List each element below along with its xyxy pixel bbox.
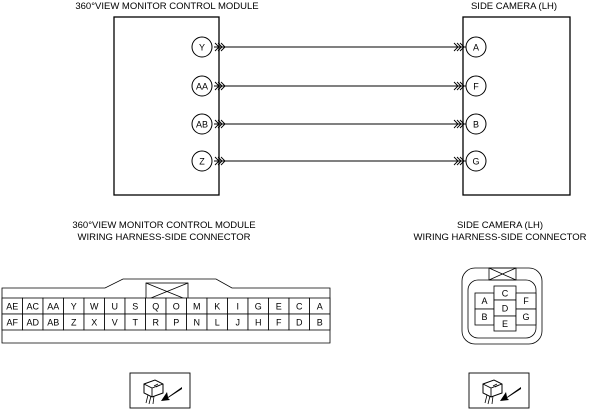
module-pin-circle	[191, 36, 213, 58]
module-connector-cells: AE AC AA Y W U S Q O M K I G E C A AF AD AB Z X V T R P N L J H F D B	[1, 297, 331, 331]
module-connector-cell-label: R	[153, 318, 160, 328]
module-connector-cell-label: T	[133, 318, 139, 328]
camera-chevron	[453, 156, 465, 166]
module-chevron	[214, 156, 226, 166]
camera-pin-cell-e-label: E	[502, 319, 508, 329]
camera-title: SIDE CAMERA (LH)	[471, 1, 557, 12]
module-pin-circle	[191, 150, 213, 172]
module-connector-cell-label: S	[132, 302, 138, 312]
module-pin-label: AB	[196, 120, 208, 130]
module-connector-cell-label: X	[91, 318, 97, 328]
module-connector-cell-label: W	[90, 302, 99, 312]
module-connector-title-line2: WIRING HARNESS-SIDE CONNECTOR	[78, 232, 251, 243]
camera-pin-cell-g	[515, 308, 537, 326]
module-box	[113, 16, 220, 196]
camera-pin-circle	[465, 36, 487, 58]
module-connector-cell-label: AF	[6, 318, 18, 328]
module-connector-cell-label: D	[296, 318, 303, 328]
camera-pin-cell-g-label: G	[522, 312, 529, 322]
module-connector-cell-label: F	[276, 318, 282, 328]
camera-chevron	[453, 42, 465, 52]
camera-pin-cell-c-label: C	[502, 289, 509, 299]
module-connector-cell-label: K	[214, 302, 220, 312]
module-connector-cell-label: Z	[71, 318, 77, 328]
module-connector-cell-label: M	[193, 302, 201, 312]
connector-view-icon	[468, 372, 530, 409]
camera-pin-label: F	[473, 82, 479, 92]
module-pin-label: Z	[199, 157, 205, 167]
wire-4: Z G	[191, 150, 487, 172]
connector-view-icon	[129, 372, 191, 409]
camera-pin-label: G	[472, 157, 479, 167]
module-pin-label: Y	[199, 43, 205, 53]
module-connector-cell	[309, 313, 331, 331]
camera-pin-cell-d-label: D	[502, 304, 509, 314]
module-connector-cell-label: Q	[152, 302, 159, 312]
camera-pin-label: A	[473, 43, 479, 53]
camera-connector-title-line1: SIDE CAMERA (LH)	[457, 220, 543, 231]
module-connector-latch	[145, 282, 189, 301]
camera-chevron	[453, 81, 465, 91]
camera-connector: A B C D E F G	[461, 267, 543, 345]
module-connector-cell-label: B	[317, 318, 323, 328]
module-connector-cell-label: AE	[6, 302, 18, 312]
camera-box	[462, 16, 571, 196]
module-connector-cell-label: J	[236, 318, 241, 328]
module-chevron	[214, 81, 226, 91]
module-connector-cell-label: C	[296, 302, 303, 312]
camera-connector-latch	[488, 267, 517, 281]
camera-chevron	[453, 119, 465, 129]
camera-pin-cell-a-label: A	[481, 296, 487, 306]
module-pin-circle	[191, 75, 213, 97]
module-connector-cell-label: G	[255, 302, 262, 312]
module-connector-title-line1: 360°VIEW MONITOR CONTROL MODULE	[72, 220, 255, 231]
module-connector-cell-label: V	[112, 318, 118, 328]
wire-2: AA F	[191, 75, 487, 97]
camera-pin-cell-f-label: F	[523, 296, 529, 306]
camera-pin-circle	[465, 75, 487, 97]
module-connector-cell-label: A	[317, 302, 323, 312]
wire-1: Y A	[191, 36, 487, 58]
module-connector-cell-label: AC	[26, 302, 39, 312]
module-chevron	[214, 42, 226, 52]
module-connector-cell-label: Y	[71, 302, 77, 312]
module-connector-cell-label: I	[236, 302, 239, 312]
module-connector-cell-label: P	[173, 318, 179, 328]
module-connector-cell-label: U	[112, 302, 119, 312]
camera-pin-circle	[465, 113, 487, 135]
module-connector-cell-label: E	[276, 302, 282, 312]
camera-pin-label: B	[473, 120, 479, 130]
module-connector-cell-label: L	[215, 318, 220, 328]
module-pin-circle	[191, 113, 213, 135]
module-connector-cell-label: N	[194, 318, 201, 328]
module-chevron	[214, 119, 226, 129]
wire-3: AB B	[191, 113, 487, 135]
camera-pin-cell-b-label: B	[481, 312, 487, 322]
module-connector-cell-label: H	[255, 318, 262, 328]
module-connector-cell-label: AA	[47, 302, 59, 312]
module-pin-label: AA	[196, 82, 208, 92]
camera-pin-circle	[465, 150, 487, 172]
camera-connector-title-line2: WIRING HARNESS-SIDE CONNECTOR	[414, 232, 587, 243]
module-connector: AE AC AA Y W U S Q O M K I G E C A AF AD AB Z X V T R P N L J H F D B	[1, 278, 331, 344]
module-title: 360°VIEW MONITOR CONTROL MODULE	[75, 1, 258, 12]
module-connector-cell-label: AD	[26, 318, 39, 328]
module-connector-cell-label: AB	[47, 318, 59, 328]
module-connector-cell-label: O	[173, 302, 180, 312]
